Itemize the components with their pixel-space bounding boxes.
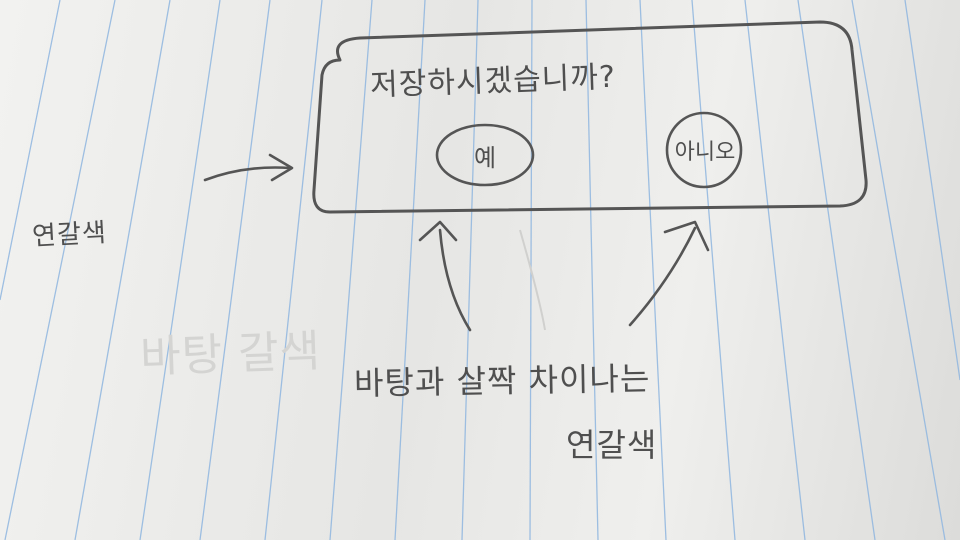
ruled-line: [74, 0, 171, 540]
ruled-line: [461, 0, 479, 540]
ruled-line: [264, 0, 323, 540]
no-circle: [665, 111, 743, 189]
ruled-line: [904, 0, 960, 381]
ruled-line: [585, 0, 599, 540]
annotation-border-color: 연갈색: [31, 218, 108, 252]
dialog-outline: [312, 20, 868, 214]
ruled-line: [199, 0, 271, 540]
ruled-line: [4, 0, 116, 540]
ruled-line: [394, 0, 426, 540]
arrow-to-no-icon: [628, 226, 697, 327]
ruled-line: [851, 0, 946, 540]
paper-crease: [519, 229, 546, 331]
ruled-line: [691, 0, 736, 540]
ruled-line: [639, 0, 667, 540]
ruled-line: [0, 0, 61, 301]
arrow-to-dialog-icon: [203, 166, 292, 182]
yes-button[interactable]: 예: [436, 125, 534, 185]
annotation-button-color-line1: 바탕과 살짝 차이나는: [353, 359, 651, 403]
annotation-button-color-line2: 연갈색: [566, 426, 658, 464]
arrow-to-yes-icon: [438, 228, 472, 332]
ruled-line: [744, 0, 806, 540]
ruled-line: [329, 0, 373, 540]
ruled-line: [139, 0, 221, 540]
no-button-label: 아니오: [674, 140, 736, 165]
ruled-line: [797, 0, 876, 540]
erased-text: 바탕 갈색: [139, 325, 322, 384]
dialog-title: 저장하시겠습니까?: [369, 59, 617, 104]
yes-circle: [435, 123, 535, 187]
yes-button-label: 예: [473, 143, 497, 172]
no-button[interactable]: 아니오: [657, 115, 753, 185]
